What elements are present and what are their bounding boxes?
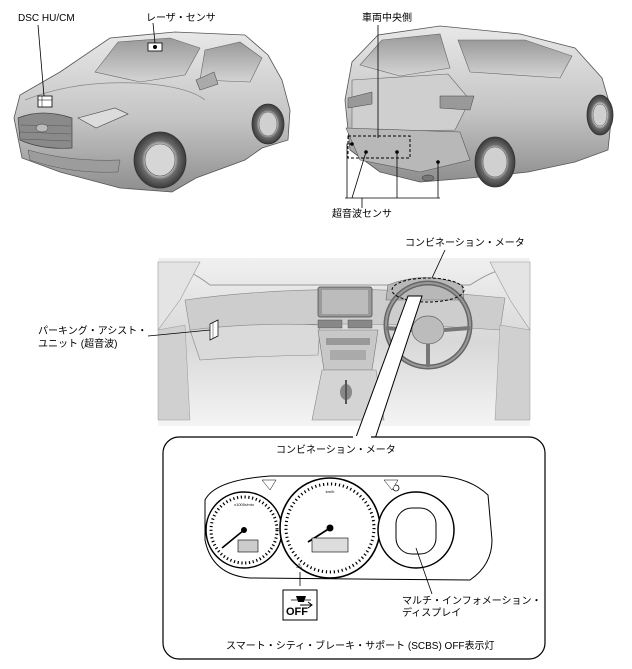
- dsc-leader-line: [37, 24, 45, 97]
- svg-text:x1000r/min: x1000r/min: [234, 502, 254, 507]
- laser-sensor-label: レーザ・センサ: [146, 13, 216, 24]
- combination-meter-detail: x1000r/min km/h ⚠: [162, 436, 546, 660]
- combination-meter-label: コンビネーション・メータ: [405, 238, 525, 249]
- front-vehicle-view: [13, 31, 291, 193]
- ultrasonic-sensor-region: [347, 135, 411, 159]
- vehicle-center-label: 車両中央側: [362, 13, 412, 24]
- dsc-hu-cm-label: DSC HU/CM: [18, 13, 75, 24]
- dsc-unit-icon: [37, 95, 53, 108]
- laser-sensor-icon: [147, 42, 163, 52]
- sensor-leader-line: [346, 143, 352, 198]
- scbs-off-icon-text: OFF: [286, 606, 308, 618]
- parking-assist-unit-icon: [209, 319, 219, 341]
- sensor-leader-line: [351, 151, 367, 199]
- speedometer-gauge: km/h: [279, 477, 381, 579]
- svg-text:km/h: km/h: [326, 489, 335, 494]
- interior-dashboard-view: [157, 258, 531, 426]
- scbs-small-indicator: ⚠: [296, 562, 302, 570]
- meter-leader-line: [431, 249, 446, 279]
- parking-assist-label-line2: ユニット (超音波): [38, 339, 118, 350]
- mid-label-line1: マルチ・インフォメーション・: [402, 596, 542, 607]
- parking-assist-label-line1: パーキング・アシスト・: [38, 326, 148, 337]
- laser-leader-line: [152, 22, 156, 44]
- mid-leader-line: [415, 547, 433, 595]
- meter-highlight-outline: [391, 277, 465, 303]
- ultrasonic-sensor-label: 超音波センサ: [332, 209, 392, 220]
- tachometer-gauge: x1000r/min: [205, 491, 283, 569]
- multi-information-display: [377, 484, 455, 569]
- combination-meter-callout-label: コンビネーション・メータ: [276, 445, 396, 456]
- scbs-off-warning-icon: [282, 589, 318, 621]
- scbs-off-light-label: スマート・シティ・ブレーキ・サポート (SCBS) OFF表示灯: [226, 641, 495, 652]
- parking-assist-leader-line: [147, 329, 211, 337]
- rear-vehicle-view: [344, 25, 614, 188]
- mid-label-line2: ディスプレイ: [402, 608, 462, 619]
- meter-cluster-outline: [204, 475, 493, 581]
